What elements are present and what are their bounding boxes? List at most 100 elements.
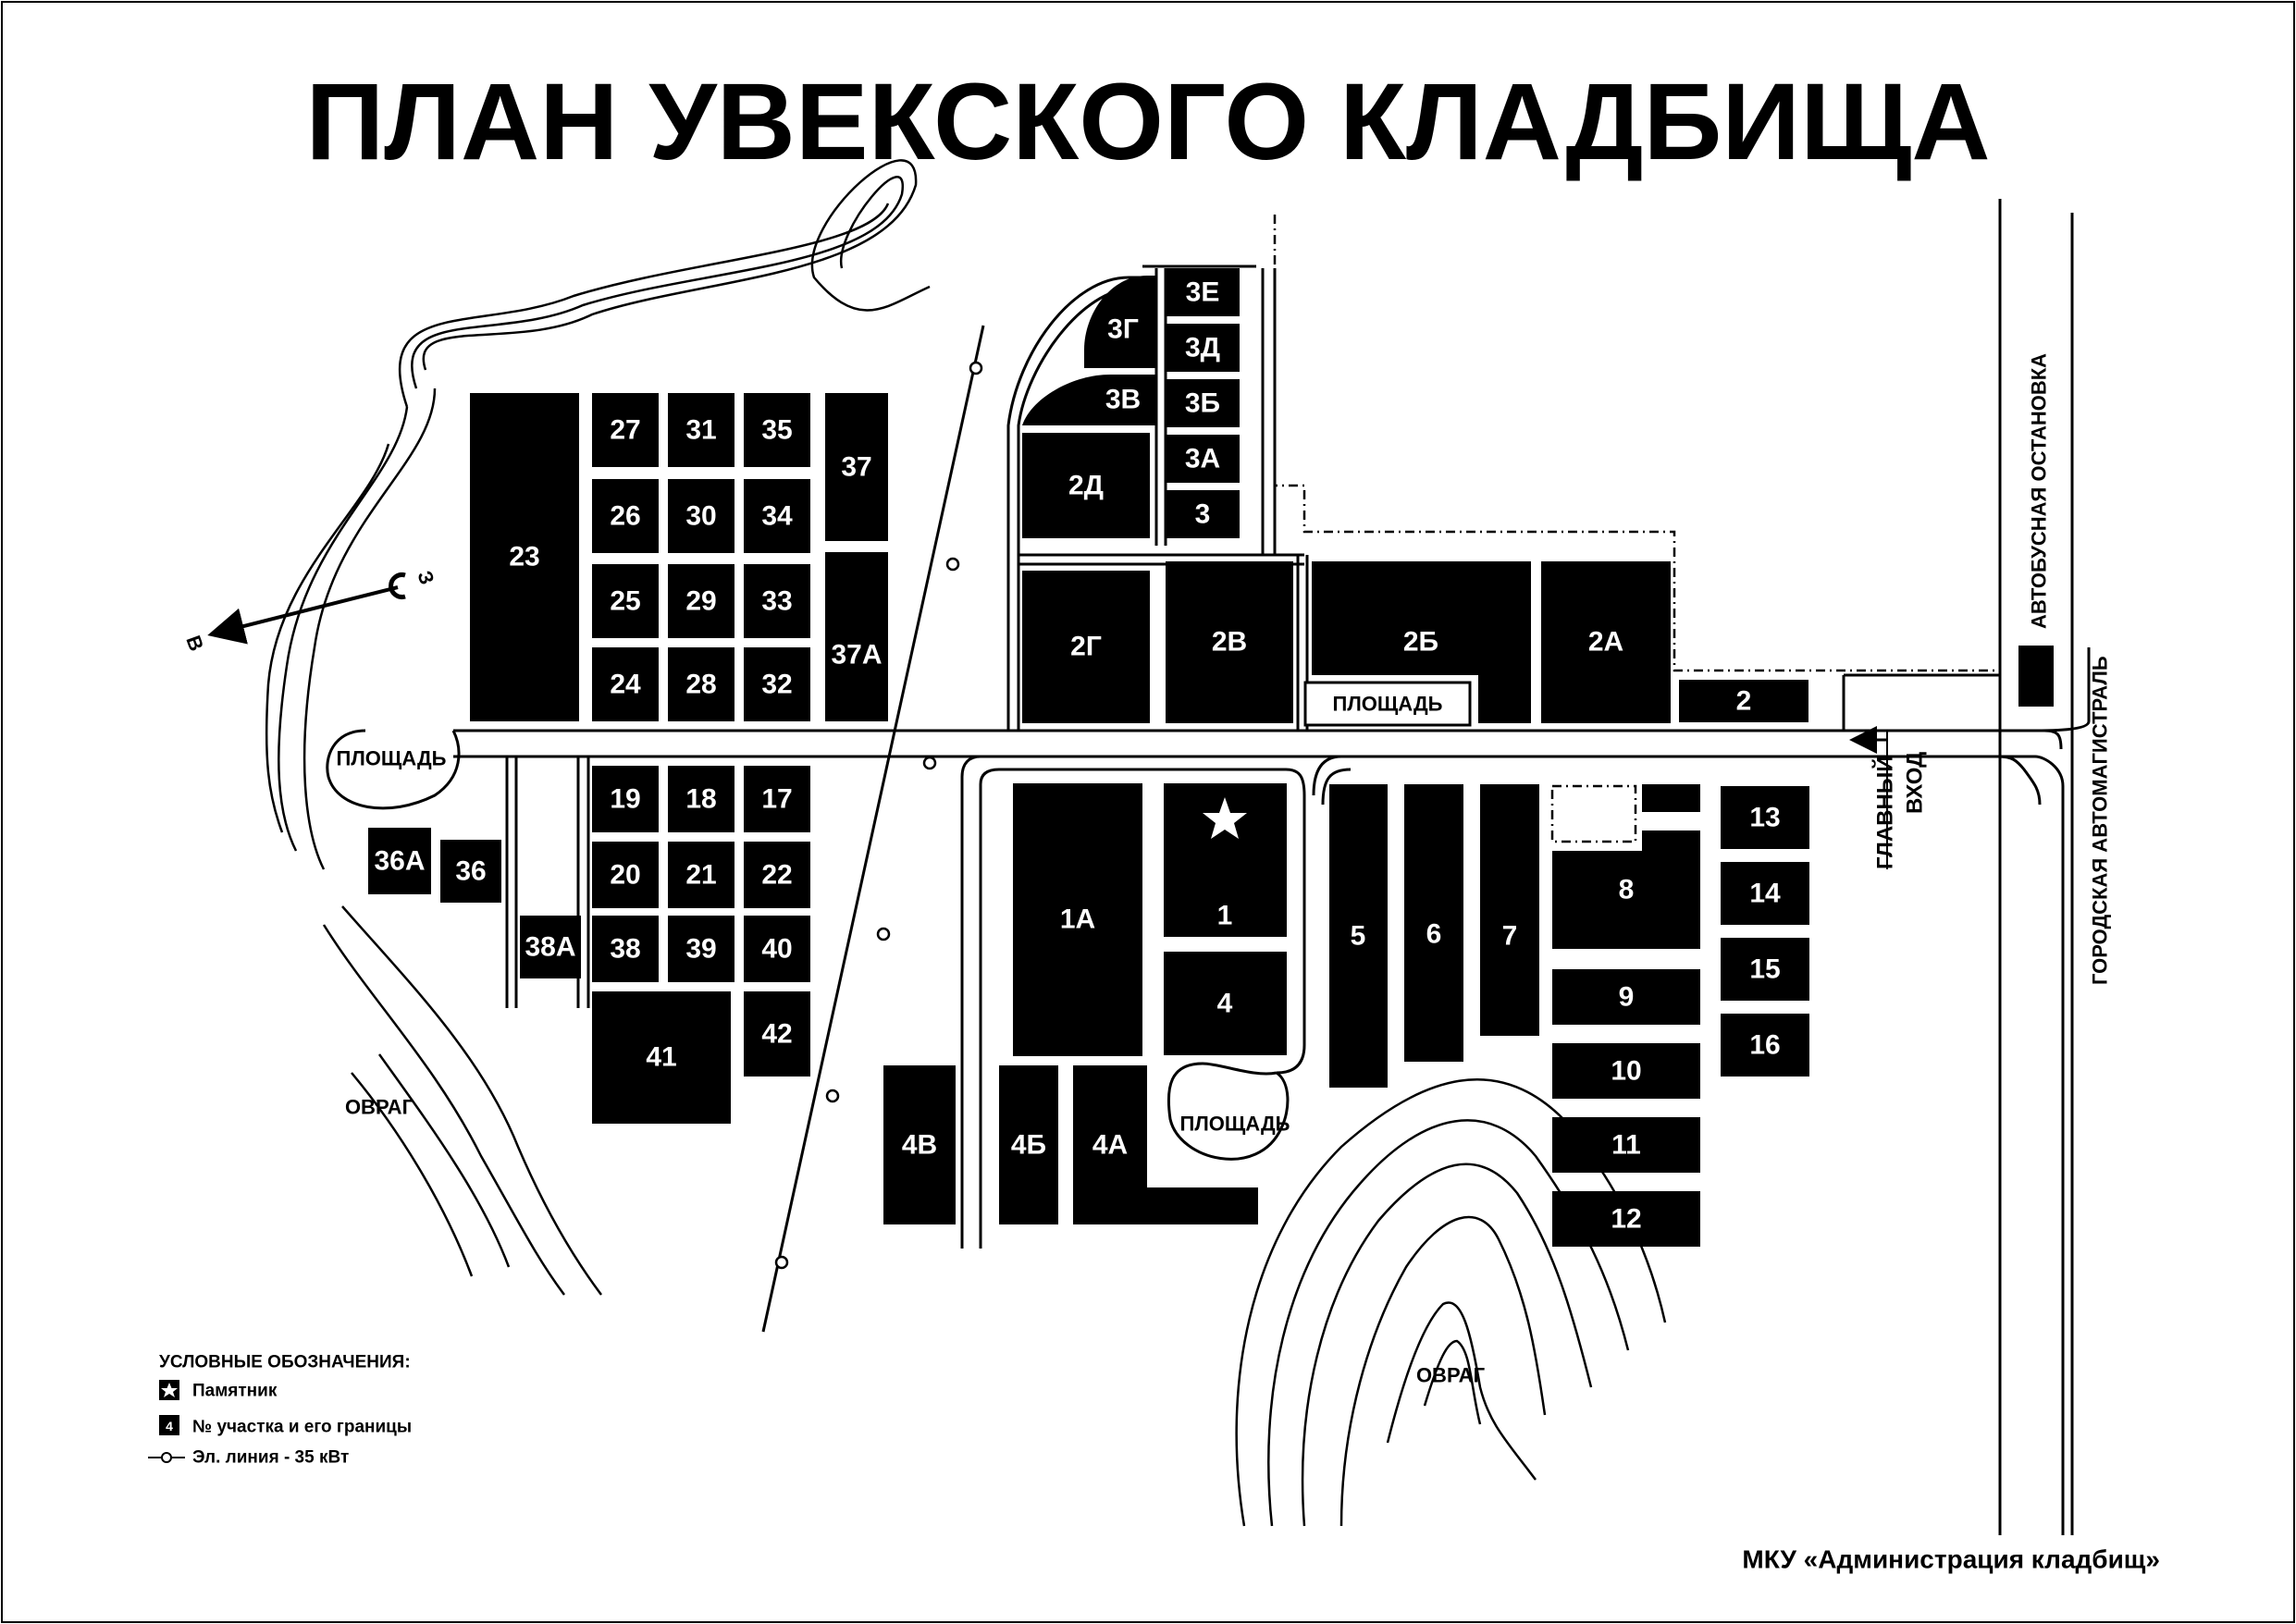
entrance-label-2: ВХОД — [1903, 752, 1928, 814]
power-line — [761, 325, 985, 1333]
plot-11[interactable] — [1552, 1117, 1700, 1173]
compass-arrow-icon — [207, 585, 399, 645]
plot-39[interactable] — [668, 916, 734, 982]
legend-plot-label: № участка и его границы — [192, 1418, 412, 1437]
plot-12[interactable] — [1552, 1191, 1700, 1247]
footer-org: МКУ «Администрация кладбищ» — [1742, 1545, 2160, 1574]
plot-31[interactable] — [668, 393, 734, 467]
plot-4v-label: 4В — [902, 1130, 937, 1161]
plot-2[interactable] — [1679, 680, 1808, 722]
entrance-label-1: ГЛАВНЫЙ — [1872, 756, 1898, 869]
plot-4b[interactable] — [999, 1065, 1058, 1224]
plot-41[interactable] — [592, 991, 731, 1124]
plot-4[interactable] — [1164, 952, 1287, 1055]
plot-22[interactable] — [744, 842, 810, 908]
plot-4a[interactable] — [1073, 1065, 1258, 1224]
plot-29[interactable] — [668, 564, 734, 638]
plot-37[interactable] — [825, 393, 888, 541]
plot-2g-label: 2Г — [1070, 632, 1102, 662]
plot-35[interactable] — [744, 393, 810, 467]
power-pole-icon — [825, 1089, 840, 1103]
plot-26-label: 26 — [610, 501, 640, 532]
plot-3e[interactable] — [1166, 268, 1240, 316]
plot-2a-label: 2А — [1588, 627, 1623, 658]
plot-38[interactable] — [592, 916, 659, 982]
main-entrance: ГЛАВНЫЙ ВХОД — [1849, 726, 1928, 869]
power-pole-icon — [922, 756, 937, 770]
plot-13-label: 13 — [1749, 803, 1780, 833]
plot-14[interactable] — [1721, 862, 1809, 925]
plot-2v[interactable] — [1166, 561, 1293, 723]
plot-10[interactable] — [1552, 1043, 1700, 1099]
plot-40-label: 40 — [761, 934, 792, 965]
plot-38-label: 38 — [610, 934, 640, 965]
plot-30[interactable] — [668, 479, 734, 553]
plot-26[interactable] — [592, 479, 659, 553]
plot-5[interactable] — [1329, 784, 1388, 1088]
plot-3e-label: 3Е — [1186, 277, 1220, 308]
plot-1a[interactable] — [1013, 783, 1142, 1056]
plot-36[interactable] — [440, 840, 501, 903]
power-line-path — [761, 325, 985, 1333]
plot-11-label: 11 — [1611, 1130, 1641, 1161]
plot-3[interactable] — [1166, 490, 1240, 538]
plot-4b-label: 4Б — [1011, 1130, 1046, 1161]
plot-3v-label: 3В — [1105, 385, 1141, 415]
plot-6[interactable] — [1404, 784, 1463, 1062]
plot-37a[interactable] — [825, 552, 888, 721]
plot-38a-label: 38А — [525, 932, 575, 963]
plot-7[interactable] — [1480, 784, 1539, 1036]
plot-25[interactable] — [592, 564, 659, 638]
legend-power-pole-icon — [161, 1452, 172, 1463]
plot-42-label: 42 — [761, 1019, 792, 1050]
plot-8[interactable] — [1552, 830, 1700, 949]
plot-3a[interactable] — [1166, 435, 1240, 483]
plot-2a[interactable] — [1541, 561, 1671, 723]
plot-38a[interactable] — [520, 916, 581, 978]
plot-8-label: 8 — [1619, 875, 1635, 905]
plot-3b-label: 3Б — [1185, 388, 1220, 419]
plot-13[interactable] — [1721, 786, 1809, 849]
plot-17[interactable] — [744, 766, 810, 832]
plot-25-label: 25 — [610, 586, 640, 617]
plot-23[interactable] — [470, 393, 579, 721]
plot-16-label: 16 — [1749, 1030, 1780, 1061]
plot-20[interactable] — [592, 842, 659, 908]
plot-19[interactable] — [592, 766, 659, 832]
plot-18[interactable] — [668, 766, 734, 832]
plot-4v[interactable] — [883, 1065, 956, 1224]
plot-14-label: 14 — [1749, 879, 1781, 909]
plot-36a-label: 36А — [374, 846, 425, 877]
plot-33[interactable] — [744, 564, 810, 638]
plot-3d[interactable] — [1166, 324, 1240, 372]
plot-24[interactable] — [592, 647, 659, 721]
plot-42[interactable] — [744, 991, 810, 1077]
plots-lower-block: 1А 1 4 5 6 7 8 9 10 11 12 13 14 15 16 4В… — [883, 783, 1809, 1247]
bus-stop-marker — [2018, 646, 2054, 707]
plot-19-label: 19 — [610, 784, 640, 815]
plot-3v[interactable] — [1022, 375, 1156, 425]
compass: В З — [181, 568, 438, 654]
plot-3b[interactable] — [1166, 379, 1240, 427]
plot-28[interactable] — [668, 647, 734, 721]
plot-24-label: 24 — [610, 670, 641, 700]
plot-40[interactable] — [744, 916, 810, 982]
square-bottom-label: ПЛОЩАДЬ — [1180, 1113, 1290, 1136]
compass-w-label: В — [181, 633, 208, 654]
plot-15[interactable] — [1721, 938, 1809, 1001]
plot-2g[interactable] — [1022, 571, 1150, 723]
plot-8-annex[interactable] — [1642, 784, 1700, 812]
plot-2d[interactable] — [1022, 433, 1150, 538]
plot-16[interactable] — [1721, 1014, 1809, 1077]
plot-21[interactable] — [668, 842, 734, 908]
plot-4a-label: 4А — [1092, 1130, 1128, 1161]
plot-2b[interactable] — [1312, 561, 1531, 723]
plot-34[interactable] — [744, 479, 810, 553]
fence-boundary — [1273, 215, 1998, 672]
plot-32[interactable] — [744, 647, 810, 721]
plot-3g[interactable] — [1084, 276, 1156, 368]
plot-36a[interactable] — [368, 828, 431, 894]
plot-9[interactable] — [1552, 969, 1700, 1025]
plot-27[interactable] — [592, 393, 659, 467]
map-title: ПЛАН УВЕКСКОГО КЛАДБИЩА — [305, 61, 1990, 183]
